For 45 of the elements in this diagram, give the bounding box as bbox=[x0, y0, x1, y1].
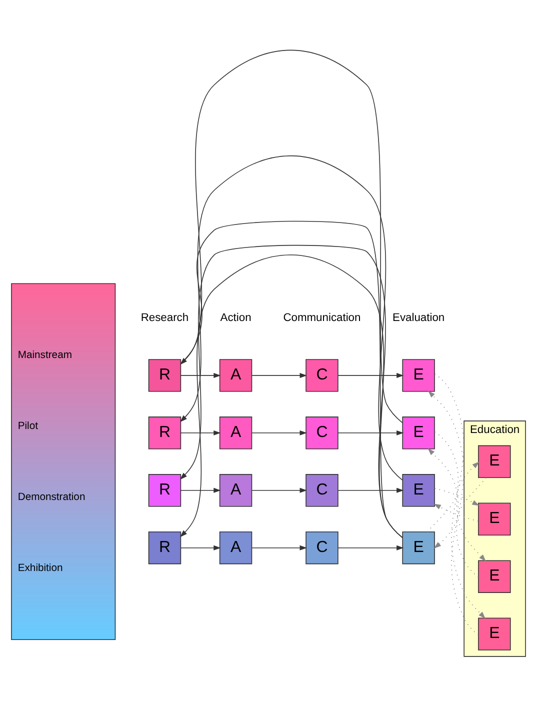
arrow bbox=[434, 503, 479, 521]
node-box: E bbox=[402, 416, 435, 449]
node-box: R bbox=[148, 474, 182, 506]
arrow bbox=[434, 430, 486, 561]
arrow bbox=[338, 430, 404, 435]
arrow bbox=[434, 373, 486, 618]
arrow bbox=[428, 390, 479, 635]
arrow bbox=[252, 544, 307, 550]
node-box: A bbox=[219, 416, 252, 449]
node-box: R bbox=[148, 531, 182, 564]
label: Action bbox=[220, 311, 252, 324]
node-box: E bbox=[402, 474, 435, 506]
node-box: R bbox=[148, 416, 182, 449]
node-box: E bbox=[402, 531, 435, 564]
node-box: R bbox=[148, 358, 182, 392]
arrow bbox=[180, 487, 221, 492]
node-box: E bbox=[478, 444, 511, 478]
node-box: C bbox=[306, 416, 338, 449]
arrow bbox=[180, 544, 221, 550]
arrow bbox=[426, 461, 480, 532]
node-box: E bbox=[478, 560, 511, 592]
label: Evaluation bbox=[392, 311, 445, 324]
node-box: C bbox=[306, 474, 338, 506]
arrow bbox=[434, 476, 486, 548]
node-box: A bbox=[219, 474, 252, 506]
arrow bbox=[180, 372, 221, 378]
node-box: A bbox=[219, 358, 252, 392]
arrow bbox=[252, 487, 307, 492]
node-box: C bbox=[306, 531, 338, 564]
arrow bbox=[338, 372, 404, 378]
arrow bbox=[338, 544, 404, 550]
node-box: C bbox=[306, 358, 338, 392]
node-box: E bbox=[478, 617, 511, 650]
arrow bbox=[338, 487, 404, 492]
label: Research bbox=[140, 311, 189, 324]
arrow bbox=[428, 448, 479, 578]
arrow bbox=[252, 430, 307, 435]
label: Communication bbox=[283, 311, 361, 324]
node-box: Mainstream Pilot Demonstration Exhibition bbox=[11, 282, 116, 640]
node-box: E bbox=[402, 358, 435, 392]
node-box: A bbox=[219, 531, 252, 564]
node-box: E bbox=[478, 502, 511, 535]
arrow bbox=[180, 430, 221, 435]
arrow bbox=[252, 372, 307, 378]
arrow bbox=[434, 488, 480, 506]
